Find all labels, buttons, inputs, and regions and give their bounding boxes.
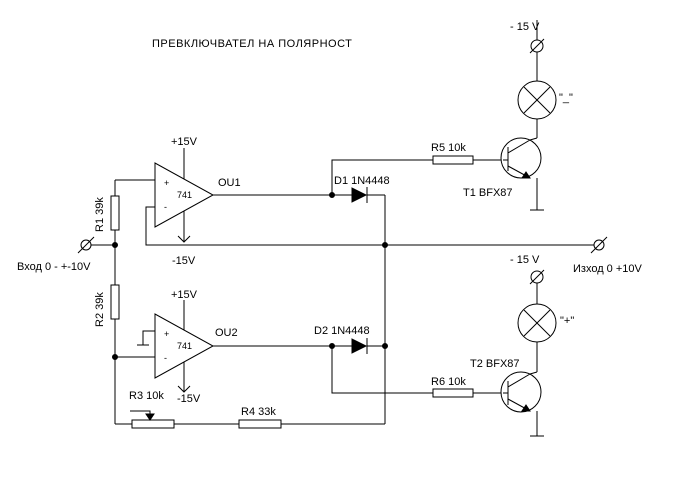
lamp2-supply-label: - 15 V: [510, 254, 540, 266]
diode-d2: [351, 338, 368, 354]
resistor-r6: [432, 388, 474, 398]
ou2-type: 741: [177, 341, 192, 351]
r3-label: R3 10k: [129, 390, 164, 402]
output-terminal: [590, 236, 608, 254]
r1-label: R1 39k: [94, 197, 106, 232]
resistor-r1: [110, 195, 120, 231]
junction-d2-cathode: [382, 343, 388, 349]
resistor-r5: [432, 155, 474, 165]
r5-label: R5 10k: [431, 142, 466, 154]
ou2-plus: +: [164, 329, 169, 339]
diode-d1: [351, 187, 368, 203]
supply-terminal-1: [529, 38, 545, 54]
lamp2-mark: "+": [560, 315, 574, 327]
resistor-r2: [110, 284, 120, 320]
junction-input: [112, 242, 118, 248]
schematic-title: ПРЕВКЛЮЧВАТЕЛ НА ПОЛЯРНОСТ: [152, 38, 352, 50]
ou2-vminus-label: -15V: [177, 393, 201, 405]
ou1-minus: -: [164, 202, 167, 212]
output-label: Изход 0 +10V: [573, 263, 643, 275]
input-label: Вход 0 - +-10V: [17, 261, 91, 273]
ou2-vplus-label: +15V: [171, 289, 198, 301]
transistor-t1: [500, 137, 542, 179]
t1-label: T1 BFX87: [463, 187, 513, 199]
potentiometer-r3: [131, 419, 175, 429]
lamp-1: [517, 80, 557, 120]
lamp1-mark: "_": [559, 92, 573, 104]
ou1-plus: +: [164, 178, 169, 188]
ou1-label: OU1: [218, 177, 241, 189]
lamp1-supply-label: - 15 V: [510, 21, 540, 33]
resistor-r4: [238, 419, 282, 429]
ou2-label: OU2: [215, 327, 238, 339]
lamp-2: [517, 303, 557, 343]
ou2-minus: -: [164, 353, 167, 363]
t2-label: T2 BFX87: [470, 358, 520, 370]
ou1-vminus-label: -15V: [172, 255, 196, 267]
transistor-t2: [500, 371, 542, 413]
r4-label: R4 33k: [241, 406, 276, 418]
d2-label: D2 1N4448: [314, 325, 370, 337]
ou1-vplus-label: +15V: [171, 136, 198, 148]
d1-label: D1 1N4448: [334, 175, 390, 187]
ou1-type: 741: [177, 190, 192, 200]
r2-label: R2 39k: [94, 292, 106, 327]
supply-terminal-2: [529, 269, 545, 285]
r6-label: R6 10k: [431, 376, 466, 388]
